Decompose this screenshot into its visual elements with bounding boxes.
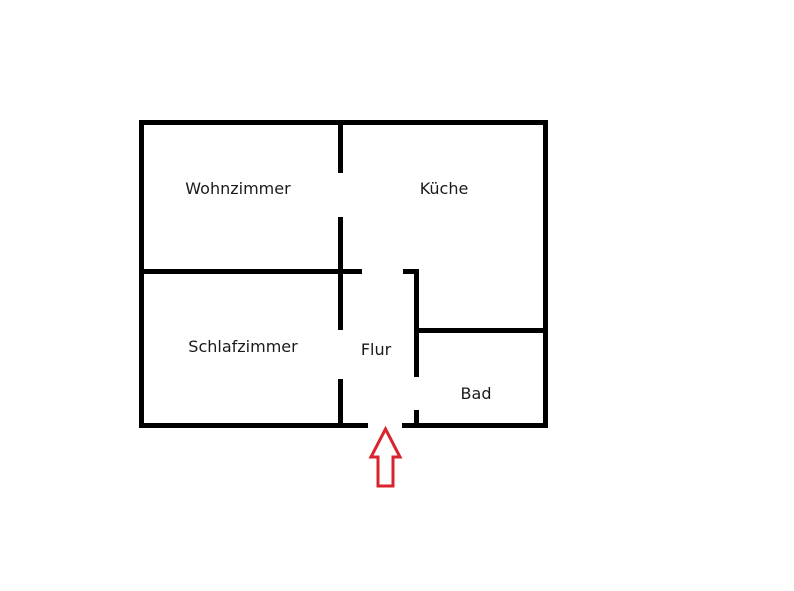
room-label-kueche: Küche bbox=[420, 179, 469, 198]
room-labels: Wohnzimmer Küche Schlafzimmer Flur Bad bbox=[185, 179, 491, 403]
wall-bottom-left bbox=[139, 423, 368, 428]
wall-right bbox=[543, 120, 548, 428]
wall-wohn-kueche-upper bbox=[338, 120, 343, 173]
room-label-flur: Flur bbox=[361, 340, 392, 359]
wall-schlaf-flur-lower bbox=[338, 379, 343, 428]
room-label-bad: Bad bbox=[461, 384, 492, 403]
wall-flur-kueche-stub bbox=[403, 269, 419, 274]
wall-wohn-schlaf bbox=[139, 269, 362, 274]
wall-flur-bad-upper bbox=[414, 269, 419, 377]
wall-kueche-bad bbox=[414, 328, 548, 333]
interior-walls bbox=[139, 120, 548, 428]
wall-bottom-right bbox=[402, 423, 548, 428]
entrance-arrow-icon bbox=[368, 425, 403, 488]
wall-top bbox=[139, 120, 548, 125]
room-label-schlafzimmer: Schlafzimmer bbox=[188, 337, 298, 356]
wall-flur-bad-lower bbox=[414, 410, 419, 428]
room-label-wohnzimmer: Wohnzimmer bbox=[185, 179, 291, 198]
